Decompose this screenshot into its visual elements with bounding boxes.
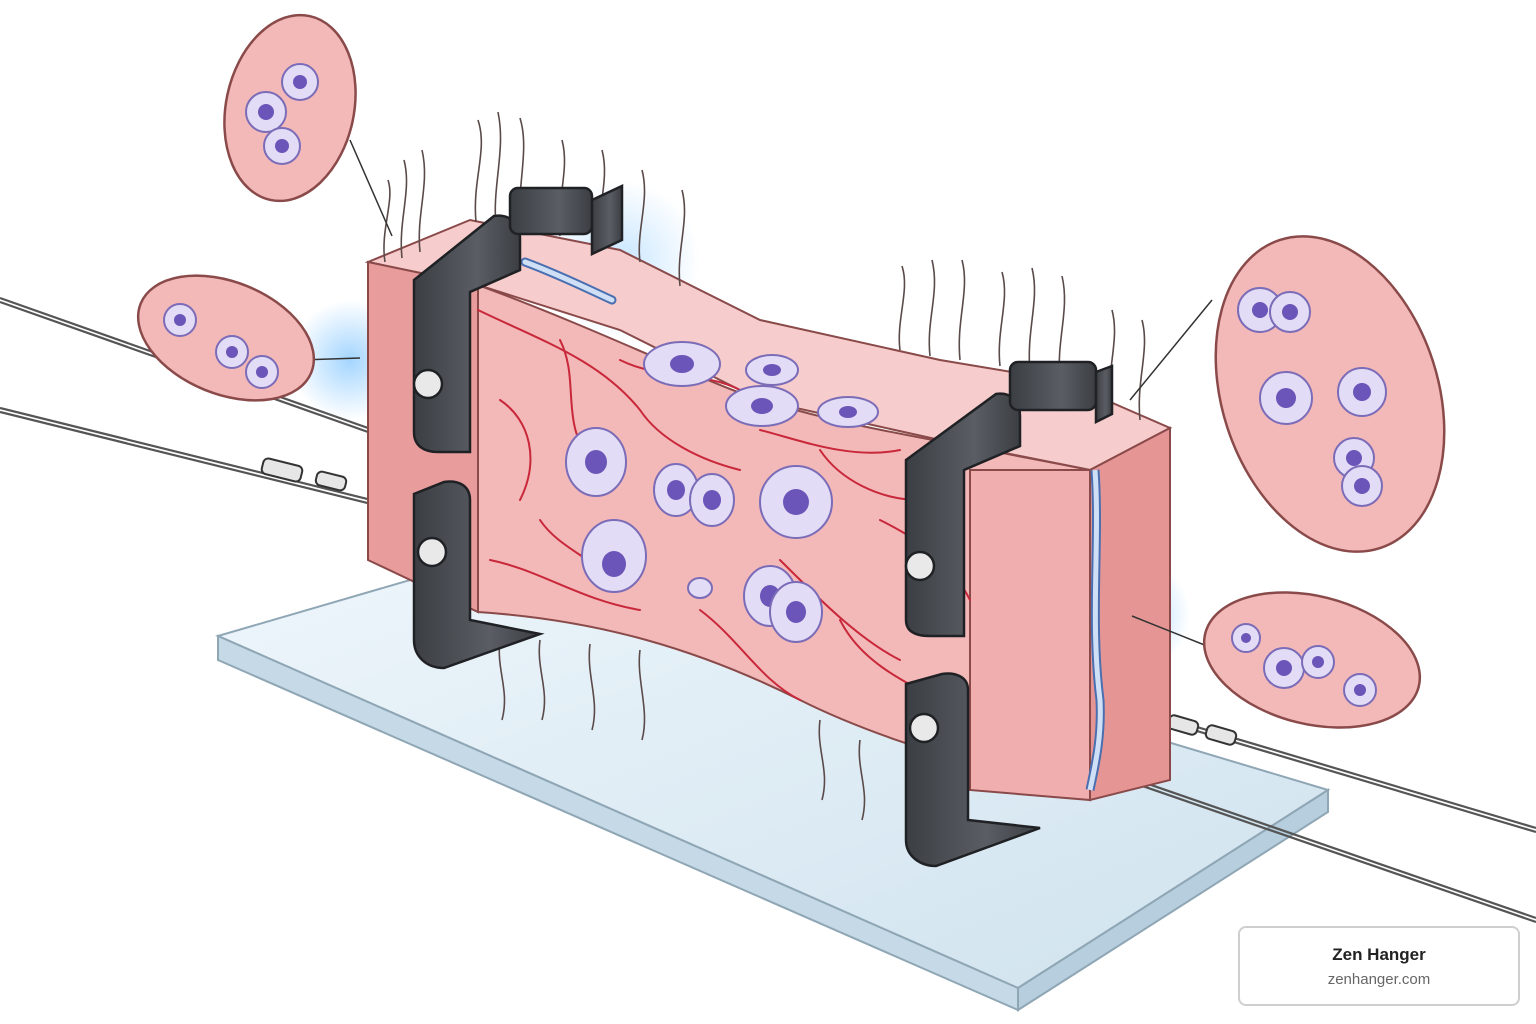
cell-icon	[817, 396, 879, 428]
cell-icon	[581, 519, 647, 593]
watermark-badge: Zen Hanger zenhanger.com	[1238, 926, 1520, 1006]
watermark-url: zenhanger.com	[1327, 971, 1431, 988]
callout-right-large	[1214, 235, 1446, 553]
callout-bottom-right	[1202, 591, 1422, 729]
glass-slide	[215, 546, 1331, 1012]
cell-icon	[687, 577, 713, 599]
watermark-title: Zen Hanger	[1332, 945, 1426, 964]
microchannel-icon	[520, 257, 1105, 791]
callout-top-left	[223, 13, 357, 203]
tissue-cells	[565, 341, 879, 643]
cell-icon	[759, 465, 833, 539]
callout-middle-left	[136, 274, 316, 402]
clamp-icon	[412, 184, 1114, 868]
cell-icon	[769, 581, 823, 643]
filaments	[383, 111, 1146, 821]
cell-icon	[565, 427, 627, 497]
cell-icon	[725, 385, 799, 427]
cell-icon	[745, 354, 799, 386]
cell-icon	[689, 473, 735, 527]
cell-icon	[643, 341, 721, 387]
